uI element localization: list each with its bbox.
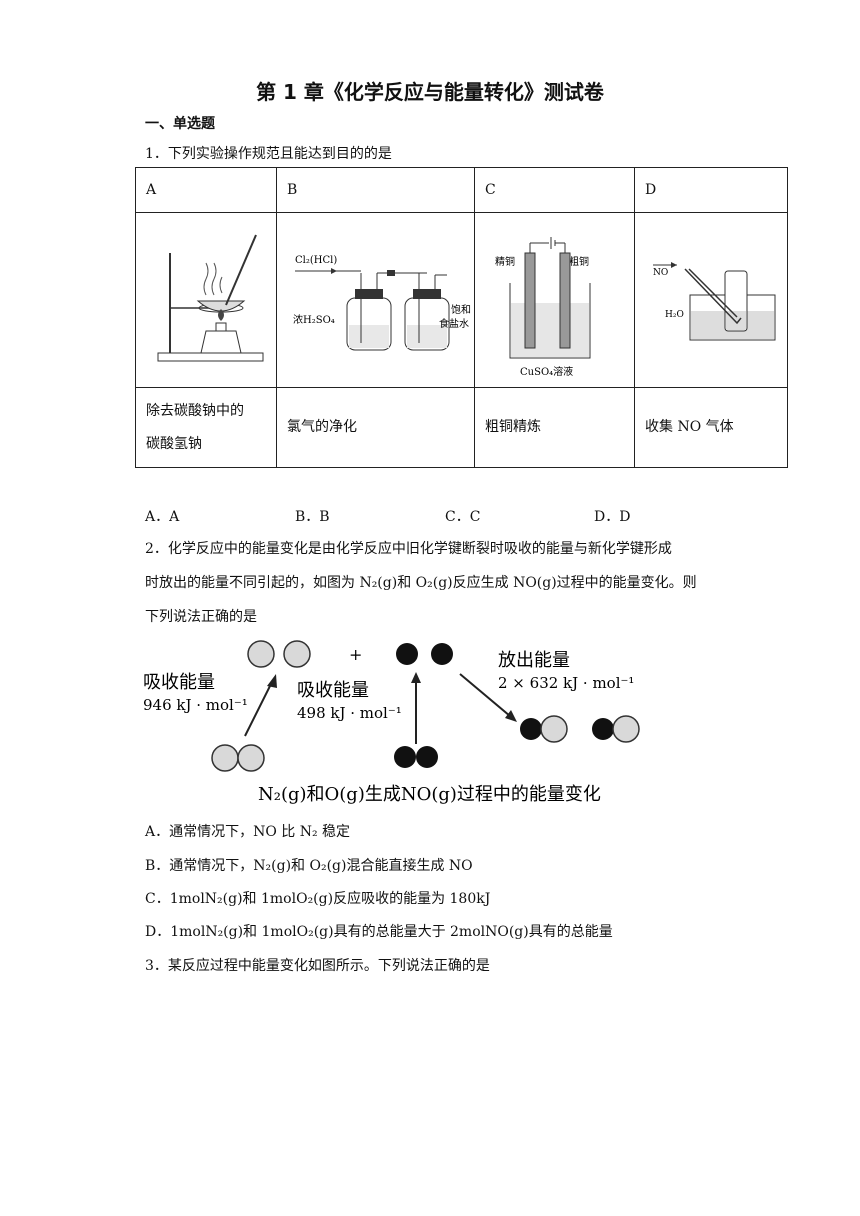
- q2-stem-line2: 时放出的能量不同引起的，如图为 N₂(g)和 O₂(g)反应生成 NO(g)过程…: [145, 575, 697, 591]
- q1-desc-d: 收集 NO 气体: [634, 387, 788, 468]
- b-gas-label: Cl₂(HCl): [295, 255, 337, 266]
- q1-option-b[interactable]: B．B: [295, 509, 330, 525]
- q1-desc-b: 氯气的净化: [276, 387, 475, 468]
- q1-header-a: A: [135, 167, 277, 213]
- b-acid-label: 浓H₂SO₄: [293, 314, 335, 326]
- absorb2-label: 吸收能量: [297, 680, 369, 701]
- q1-header-c: C: [474, 167, 635, 213]
- q1-desc-c: 粗铜精炼: [474, 387, 635, 468]
- d-no-label: NO: [653, 268, 668, 278]
- q2-option-c[interactable]: C．1molN₂(g)和 1molO₂(g)反应吸收的能量为 180kJ: [145, 891, 491, 907]
- q1-header-b: B: [276, 167, 475, 213]
- q1-figure-c: 精铜 粗铜 CuSO₄溶液: [474, 212, 635, 388]
- absorb1-value: 946 kJ · mol⁻¹: [143, 696, 248, 714]
- q1-table: A B C D: [135, 167, 788, 468]
- energy-diagram: + 吸收能量 946 kJ · mol⁻¹ 吸收能量 498 kJ · mol⁻…: [143, 640, 640, 805]
- diagram-caption: N₂(g)和O(g)生成NO(g)过程中的能量变化: [258, 784, 601, 805]
- release-value: 2 × 632 kJ · mol⁻¹: [498, 674, 634, 692]
- q1-option-c[interactable]: C．C: [445, 509, 481, 525]
- q3-stem: 3．某反应过程中能量变化如图所示。下列说法正确的是: [145, 958, 490, 974]
- q1-desc-a: 除去碳酸钠中的 碳酸氢钠: [135, 387, 277, 468]
- q2-option-d[interactable]: D．1molN₂(g)和 1molO₂(g)具有的总能量大于 2molNO(g)…: [145, 924, 613, 940]
- c-right-label: 粗铜: [569, 256, 589, 268]
- q2-stem-line3: 下列说法正确的是: [145, 609, 257, 625]
- b-salt-label-2: 食盐水: [439, 317, 469, 330]
- q1-figure-b: Cl₂(HCl) 浓H₂SO₄ 饱和: [276, 212, 475, 388]
- absorb2-value: 498 kJ · mol⁻¹: [297, 704, 402, 722]
- absorb1-label: 吸收能量: [143, 672, 215, 693]
- q1-figure-d: NO H₂O: [634, 212, 788, 388]
- q1-stem: 1．下列实验操作规范且能达到目的的是: [145, 146, 392, 162]
- c-solution-label: CuSO₄溶液: [520, 365, 573, 378]
- release-label: 放出能量: [498, 650, 570, 671]
- section-heading: 一、单选题: [145, 116, 215, 132]
- q2-stem-line1: 2．化学反应中的能量变化是由化学反应中旧化学键断裂时吸收的能量与新化学键形成: [145, 541, 672, 557]
- page-title: 第 1 章《化学反应与能量转化》测试卷: [256, 80, 604, 104]
- q1-option-a[interactable]: A．A: [145, 509, 180, 525]
- q1-figure-a: [135, 212, 277, 388]
- d-water-label: H₂O: [665, 310, 684, 320]
- c-left-label: 精铜: [495, 255, 515, 268]
- q1-option-d[interactable]: D．D: [594, 509, 631, 525]
- q2-option-b[interactable]: B．通常情况下，N₂(g)和 O₂(g)混合能直接生成 NO: [145, 858, 473, 874]
- plus-sign: +: [349, 645, 362, 664]
- q2-option-a[interactable]: A．通常情况下，NO 比 N₂ 稳定: [145, 824, 351, 840]
- b-salt-label-1: 饱和: [451, 304, 471, 316]
- q1-header-d: D: [634, 167, 788, 213]
